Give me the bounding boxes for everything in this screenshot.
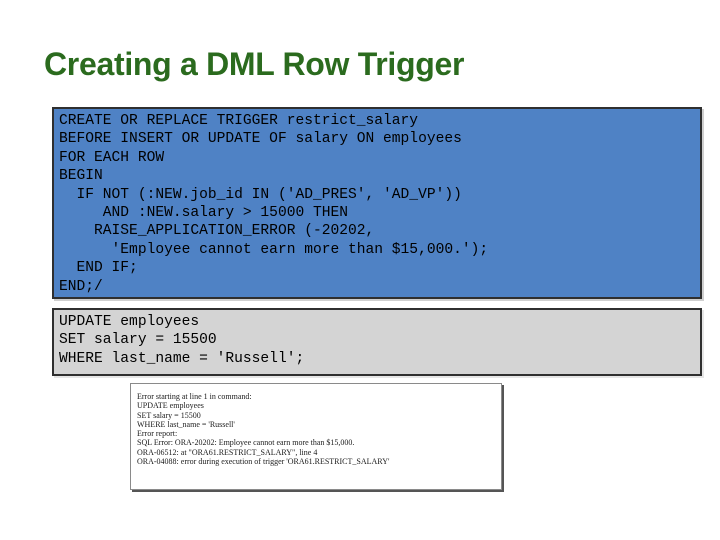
output-line: UPDATE employees <box>137 401 204 411</box>
code-line: UPDATE employees <box>59 314 200 330</box>
code-line: BEGIN <box>59 168 103 185</box>
code-line: WHERE last_name = 'Russell'; <box>59 350 305 367</box>
code-line: BEFORE INSERT OR UPDATE OF salary ON emp… <box>59 131 462 148</box>
output-line: ORA-04088: error during execution of tri… <box>137 457 390 467</box>
slide-title: Creating a DML Row Trigger <box>44 46 465 82</box>
code-line: CREATE OR REPLACE TRIGGER restrict_salar… <box>59 113 419 129</box>
output-line: ORA-06512: at "ORA61.RESTRICT_SALARY", l… <box>137 447 318 457</box>
error-output-panel: Error starting at line 1 in command: UPD… <box>130 383 502 490</box>
code-line: FOR EACH ROW <box>59 149 165 166</box>
output-line: Error starting at line 1 in command: <box>137 392 252 401</box>
trigger-code-block: CREATE OR REPLACE TRIGGER restrict_salar… <box>52 107 702 299</box>
output-line: SET salary = 15500 <box>137 410 201 420</box>
code-line: IF NOT (:NEW.job_id IN ('AD_PRES', 'AD_V… <box>59 186 462 203</box>
code-line: END IF; <box>59 260 138 277</box>
output-line: SQL Error: ORA-20202: Employee cannot ea… <box>137 438 355 448</box>
output-line: WHERE last_name = 'Russell' <box>137 419 235 429</box>
output-line: Error report: <box>137 429 178 439</box>
update-statement-block: UPDATE employees SET salary = 15500 WHER… <box>52 308 702 376</box>
code-line: SET salary = 15500 <box>59 332 217 349</box>
code-line: 'Employee cannot earn more than $15,000.… <box>59 241 489 258</box>
code-line: RAISE_APPLICATION_ERROR (-20202, <box>59 223 375 240</box>
code-line: AND :NEW.salary > 15000 THEN <box>59 204 349 221</box>
code-line: END;/ <box>59 278 103 295</box>
